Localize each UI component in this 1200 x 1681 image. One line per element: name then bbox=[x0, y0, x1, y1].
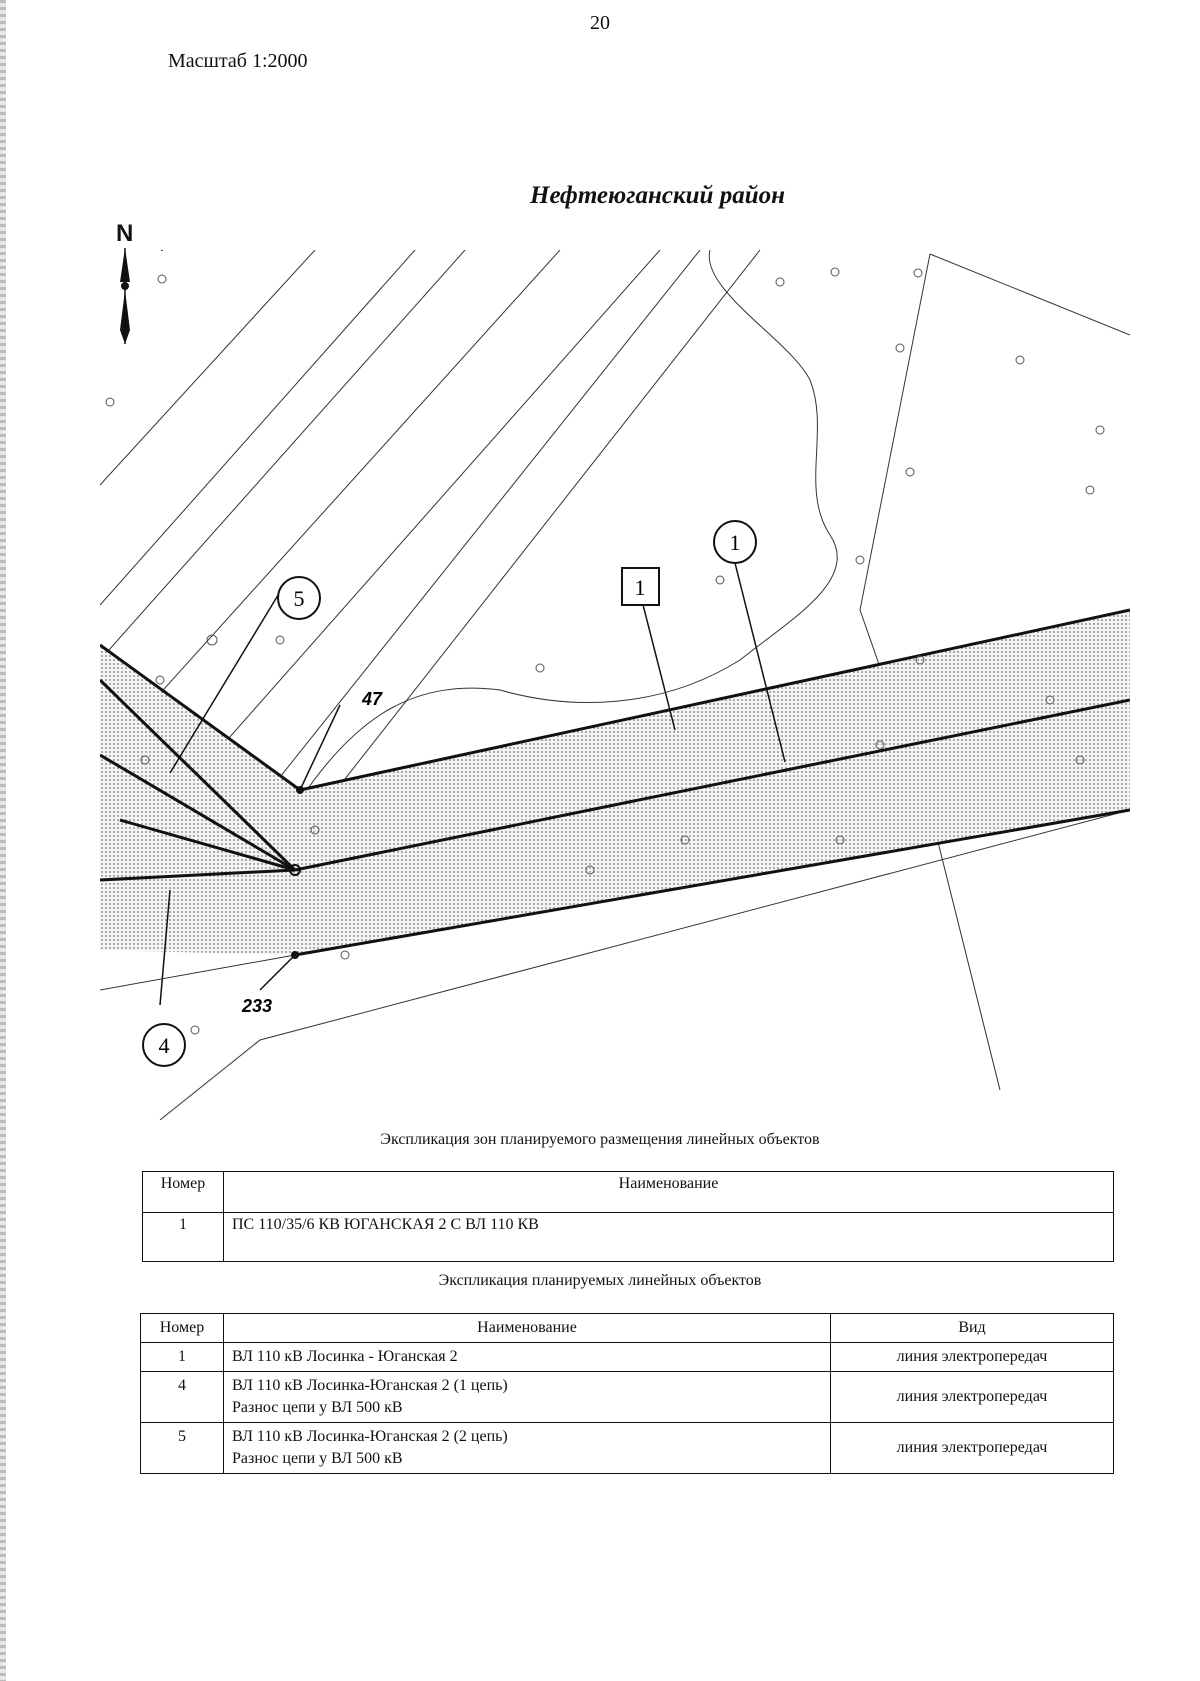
zones-table: Номер Наименование 1 ПС 110/35/6 КВ ЮГАН… bbox=[142, 1171, 1114, 1262]
page-number: 20 bbox=[590, 12, 610, 34]
cell-name-line2: Разнос цепи у ВЛ 500 кВ bbox=[232, 1399, 403, 1416]
lines-table: Номер Наименование Вид 1 ВЛ 110 кВ Лосин… bbox=[140, 1313, 1114, 1474]
cell-name: ВЛ 110 кВ Лосинка-Юганская 2 (1 цепь) Ра… bbox=[223, 1371, 831, 1423]
header-name: Наименование bbox=[223, 1313, 831, 1343]
callout-circle-4: 4 bbox=[142, 1023, 186, 1067]
callout-square-1: 1 bbox=[621, 567, 660, 606]
district-title: Нефтеюганский район bbox=[530, 182, 785, 209]
cell-name-line2: Разнос цепи у ВЛ 500 кВ bbox=[232, 1450, 403, 1467]
scan-edge bbox=[0, 0, 6, 1681]
point-label-47: 47 bbox=[361, 689, 383, 709]
cell-name: ВЛ 110 кВ Лосинка-Юганская 2 (2 цепь) Ра… bbox=[223, 1422, 831, 1474]
header-name: Наименование bbox=[223, 1171, 1114, 1213]
svg-text:4: 4 bbox=[159, 1033, 170, 1058]
junction-marker bbox=[289, 864, 301, 876]
cell-number: 4 bbox=[140, 1371, 224, 1423]
cell-number: 1 bbox=[142, 1212, 224, 1262]
cell-name-line1: ВЛ 110 кВ Лосинка-Юганская 2 (1 цепь) bbox=[232, 1377, 508, 1394]
header-number: Номер bbox=[142, 1171, 224, 1213]
table-row: 1 ПС 110/35/6 КВ ЮГАНСКАЯ 2 С ВЛ 110 КВ bbox=[142, 1212, 1114, 1262]
zones-caption: Экспликация зон планируемого размещения … bbox=[380, 1131, 820, 1148]
table-header-row: Номер Наименование Вид bbox=[140, 1313, 1114, 1343]
callout-circle-5: 5 bbox=[277, 576, 321, 620]
table-header-row: Номер Наименование bbox=[142, 1171, 1114, 1213]
map-symbols bbox=[105, 267, 1105, 1035]
callout-circle-1: 1 bbox=[713, 520, 757, 564]
map-scale: Масштаб 1:2000 bbox=[168, 50, 308, 72]
cell-type: линия электропередач bbox=[830, 1342, 1114, 1372]
north-arrow-icon bbox=[120, 248, 130, 344]
cell-type: линия электропередач bbox=[830, 1422, 1114, 1474]
cell-name: ВЛ 110 кВ Лосинка - Юганская 2 bbox=[223, 1342, 831, 1372]
table-row: 5 ВЛ 110 кВ Лосинка-Юганская 2 (2 цепь) … bbox=[140, 1422, 1114, 1474]
cell-number: 1 bbox=[140, 1342, 224, 1372]
cell-type: линия электропередач bbox=[830, 1371, 1114, 1423]
table-row: 4 ВЛ 110 кВ Лосинка-Юганская 2 (1 цепь) … bbox=[140, 1371, 1114, 1423]
svg-text:1: 1 bbox=[730, 530, 741, 555]
svg-text:1: 1 bbox=[635, 575, 646, 600]
header-type: Вид bbox=[830, 1313, 1114, 1343]
header-number: Номер bbox=[140, 1313, 224, 1343]
svg-text:5: 5 bbox=[294, 586, 305, 611]
lines-caption: Экспликация планируемых линейных объекто… bbox=[438, 1272, 762, 1289]
north-label: N bbox=[116, 220, 134, 247]
cell-number: 5 bbox=[140, 1422, 224, 1474]
point-label-233: 233 bbox=[241, 996, 272, 1016]
table-row: 1 ВЛ 110 кВ Лосинка - Юганская 2 линия э… bbox=[140, 1342, 1114, 1372]
map-drawing: 1 1 5 4 47 233 bbox=[100, 250, 1130, 1120]
cell-name-line1: ВЛ 110 кВ Лосинка-Юганская 2 (2 цепь) bbox=[232, 1428, 508, 1445]
planned-zone bbox=[100, 610, 1130, 955]
power-lines bbox=[100, 608, 1130, 957]
cell-name: ПС 110/35/6 КВ ЮГАНСКАЯ 2 С ВЛ 110 КВ bbox=[223, 1212, 1114, 1262]
